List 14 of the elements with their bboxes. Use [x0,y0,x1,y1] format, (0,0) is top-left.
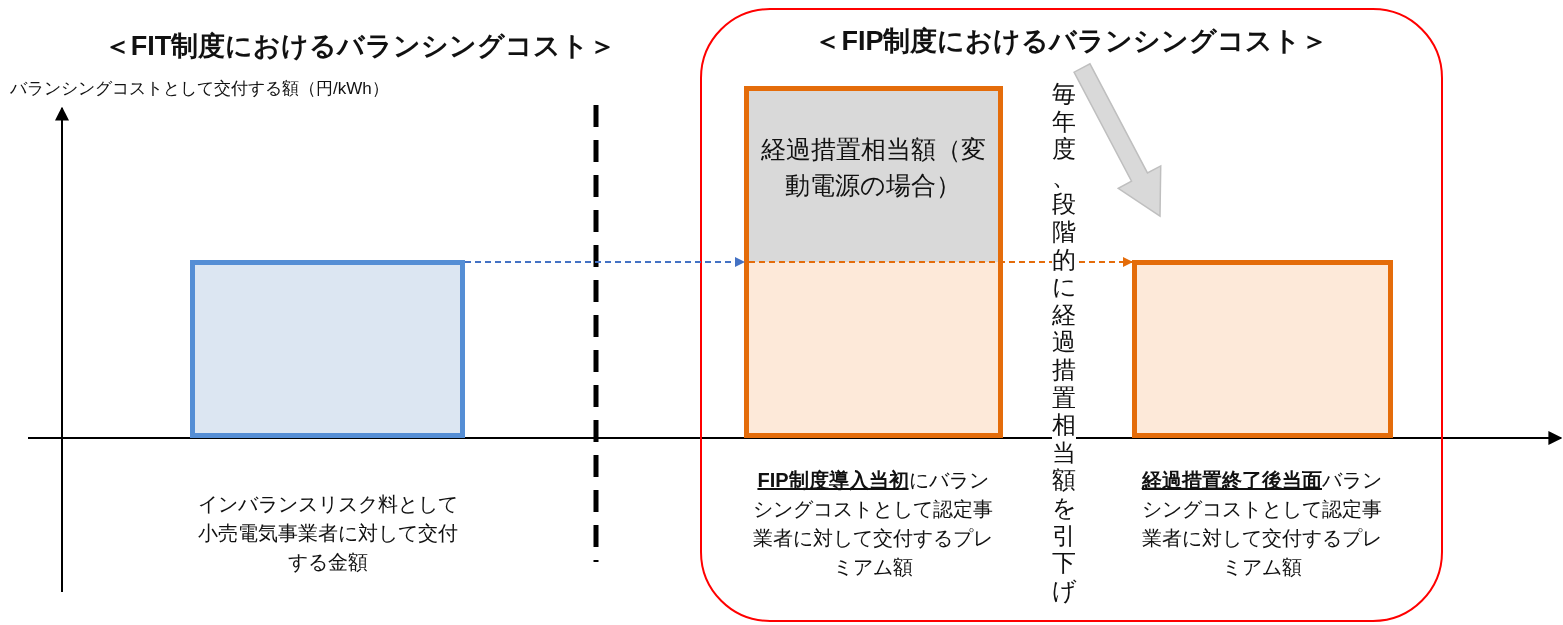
bar-caption: インバランスリスク料として小売電気事業者に対して交付する金額 [196,492,459,575]
dashed-arrow [748,257,1133,267]
dashed-arrow [464,257,745,267]
vertical-note: 毎年度、段階的に経過措置相当額を引下げ [1052,80,1076,605]
stacked-bar-box [743,85,1003,438]
bar-caption: FIP制度導入当初にバランシングコストとして認定事業者に対して交付するプレミアム額 [752,468,994,580]
panel [700,8,1443,622]
heading: ＜FIT制度におけるバランシングコスト＞ [102,30,618,63]
panel-heading: ＜FIP制度におけるバランシングコスト＞ [813,25,1330,58]
bar-box [190,260,465,438]
box-label: 経過措置相当額（変動電源の場合） [759,133,987,201]
bar-box [1131,259,1393,438]
bar-caption: 経過措置終了後当面バランシングコストとして認定事業者に対して交付するプレミアム額 [1140,468,1383,580]
axis-title: バランシングコストとして交付する額（円/kWh） [10,78,389,100]
